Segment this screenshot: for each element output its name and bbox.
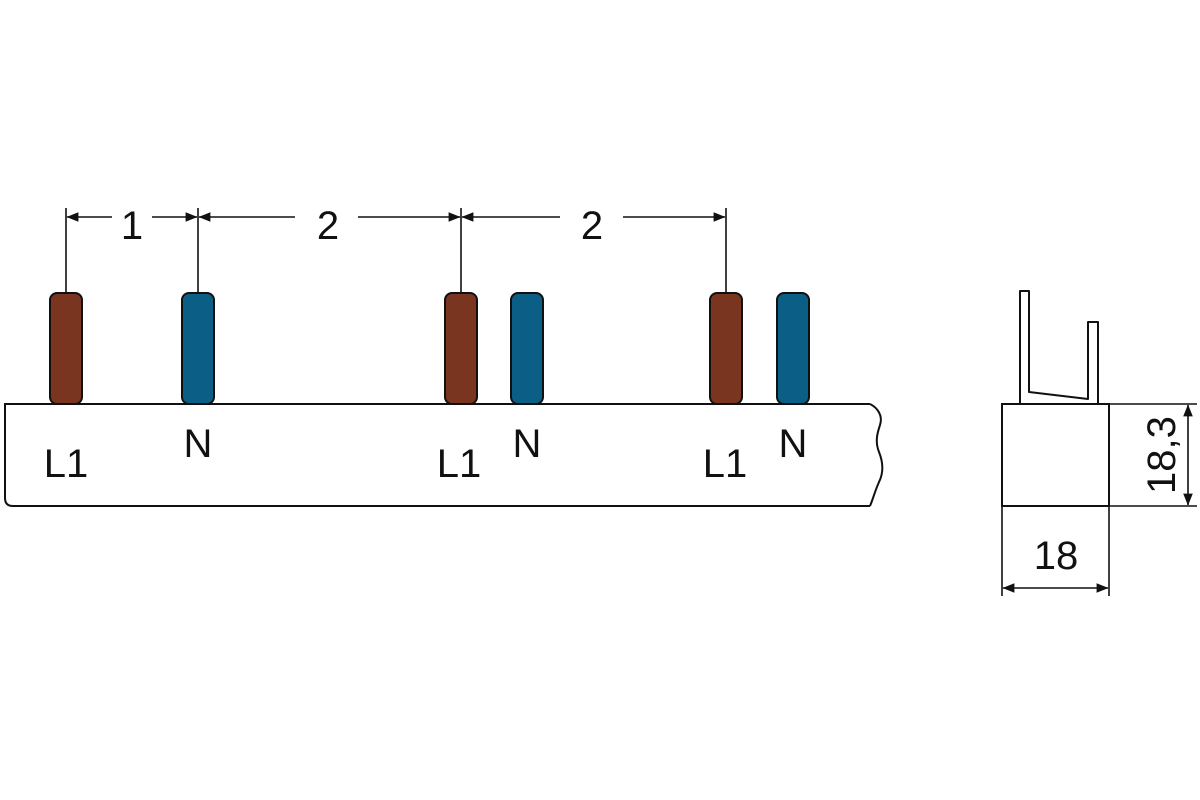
pin-label-l1: L1 bbox=[437, 442, 482, 486]
pin-n bbox=[776, 292, 810, 405]
break-line bbox=[869, 403, 884, 507]
pin-l1 bbox=[444, 292, 478, 405]
busbar-side-view: 18,3 18 bbox=[1001, 290, 1197, 596]
pin-label-n: N bbox=[184, 422, 213, 466]
pin-group bbox=[49, 292, 810, 405]
busbar-front-view bbox=[4, 403, 884, 507]
dimension-label: 1 bbox=[121, 204, 143, 248]
busbar-body bbox=[4, 403, 870, 507]
pin-label-n: N bbox=[779, 422, 808, 466]
pin-label-l1: L1 bbox=[703, 442, 748, 486]
pin-n bbox=[181, 292, 215, 405]
pin-n bbox=[510, 292, 544, 405]
pin-l1 bbox=[709, 292, 743, 405]
width-dimension-label: 18 bbox=[1034, 534, 1079, 578]
pin-label-n: N bbox=[513, 422, 542, 466]
height-dimension-label: 18,3 bbox=[1140, 416, 1184, 494]
side-profile bbox=[1001, 403, 1110, 507]
pin-l1 bbox=[49, 292, 83, 405]
spacing-dimensions: 1 2 2 bbox=[65, 204, 727, 293]
dimension-label: 2 bbox=[317, 204, 339, 248]
dimension-label: 2 bbox=[581, 204, 603, 248]
side-pin-hook bbox=[1019, 290, 1099, 404]
pin-label-l1: L1 bbox=[44, 442, 89, 486]
pin-labels: L1 N L1 N L1 N bbox=[44, 422, 808, 486]
